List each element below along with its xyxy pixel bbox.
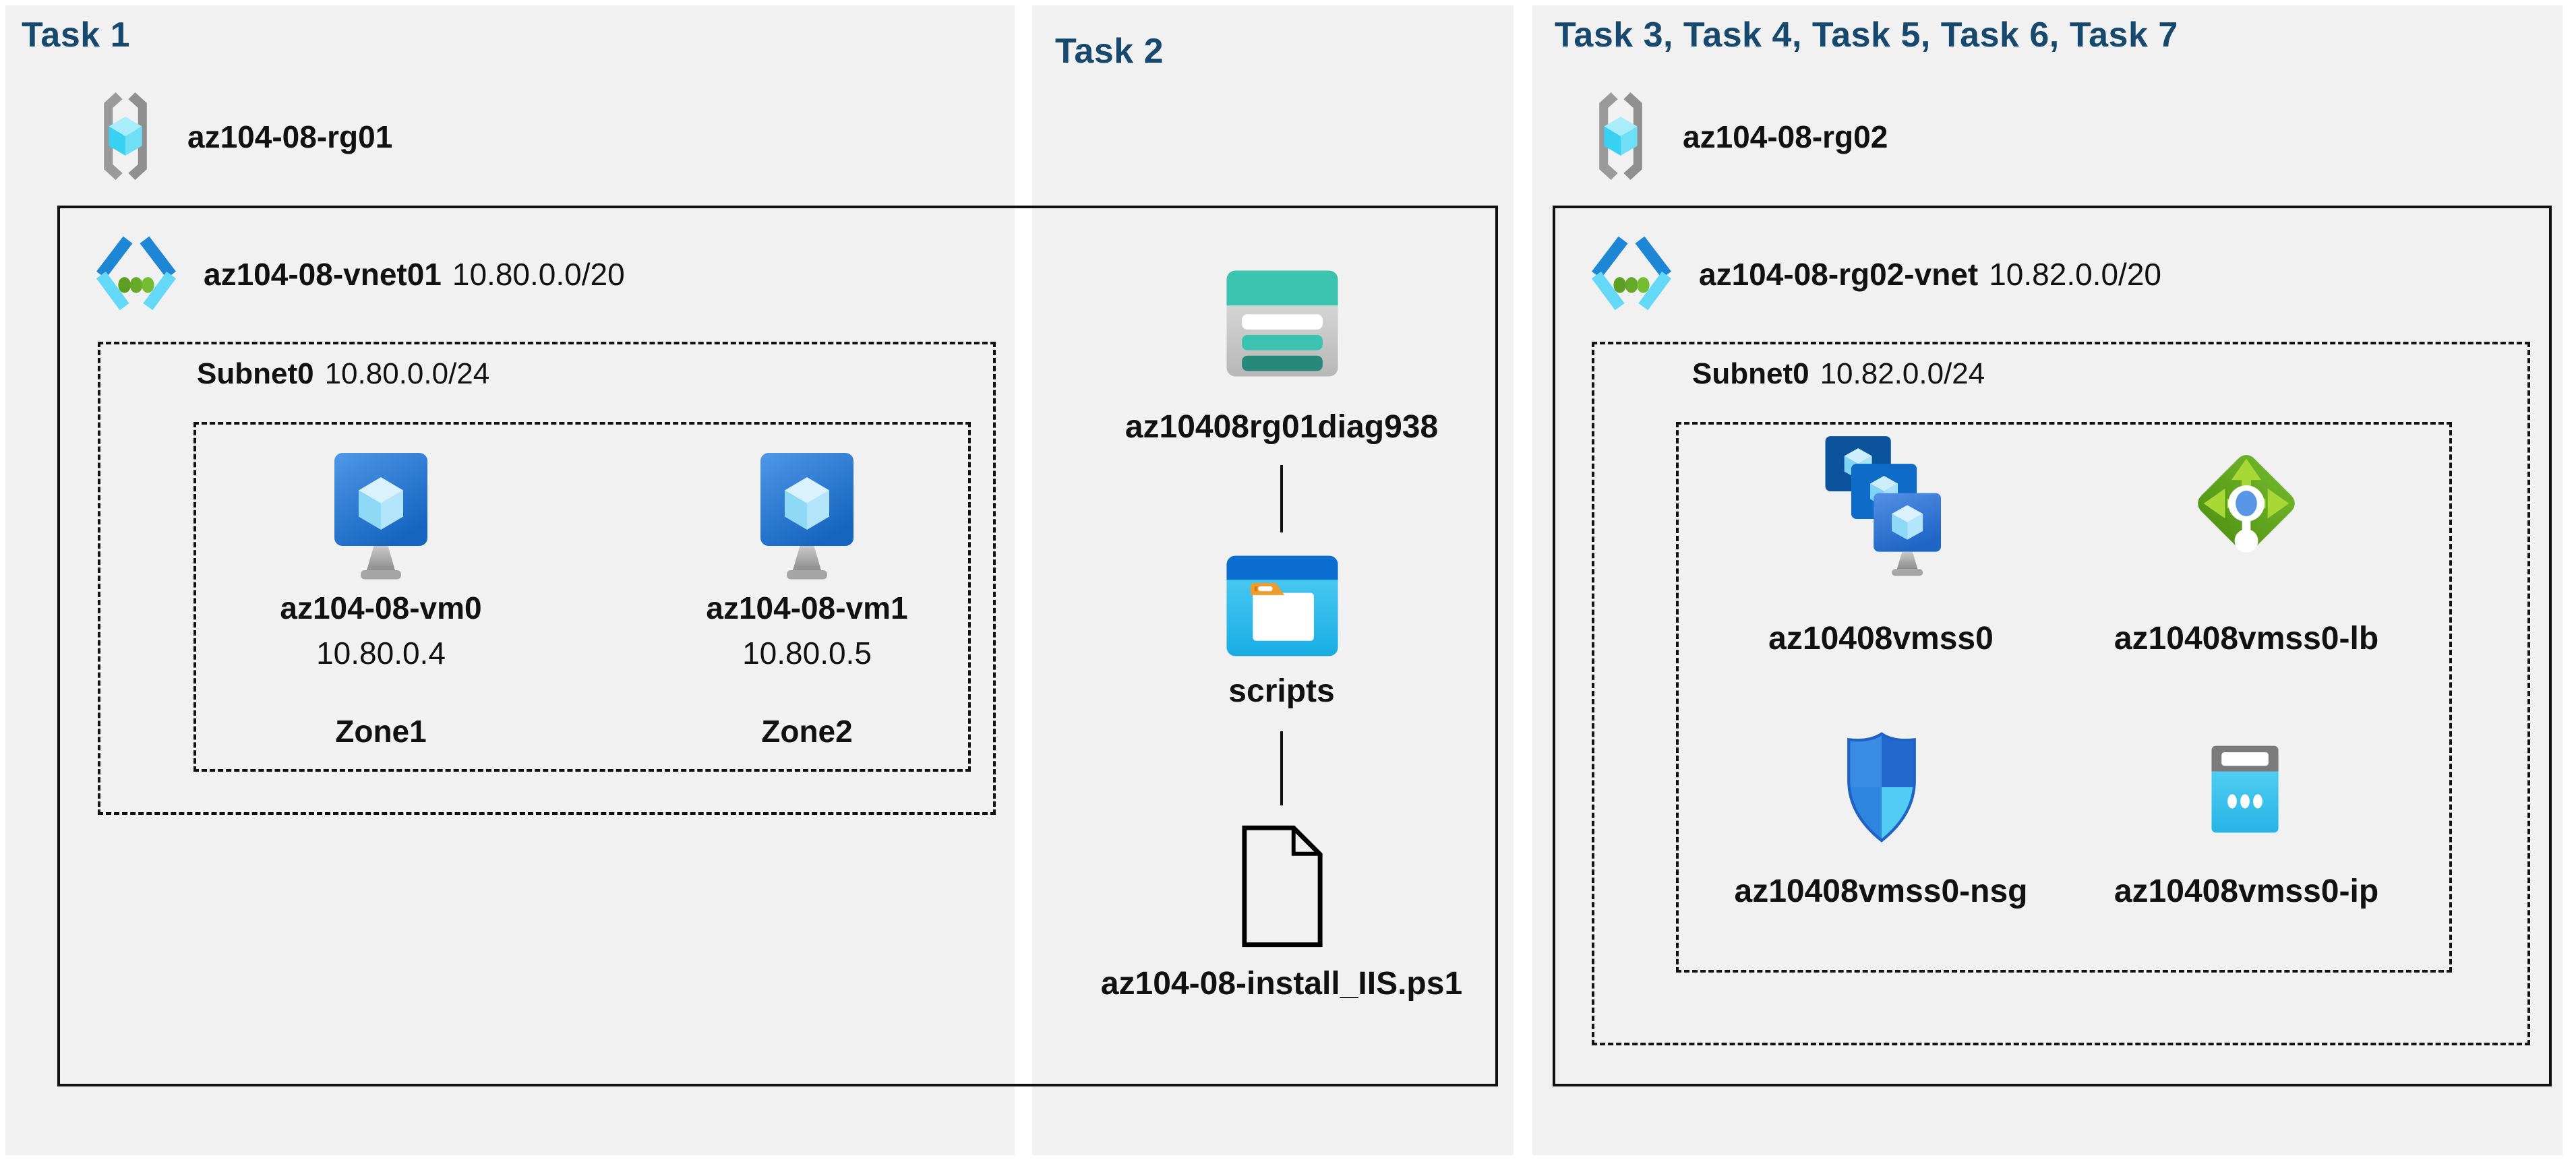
vmss-group-box	[1676, 422, 2452, 973]
resource-group-icon	[90, 90, 160, 185]
vnet1-label: az104-08-vnet01 10.80.0.0/20	[204, 256, 625, 293]
task3-heading: Task 3, Task 4, Task 5, Task 6, Task 7	[1555, 16, 2178, 55]
vnet1-name: az104-08-vnet01	[204, 257, 442, 292]
public-ip-icon	[2206, 743, 2284, 839]
storage-account-name: az10408rg01diag938	[1125, 409, 1439, 445]
connector-line	[1280, 731, 1283, 805]
vnet1-cidr: 10.80.0.0/20	[452, 257, 625, 292]
subnet2-label: Subnet0 10.82.0.0/24	[1692, 357, 1985, 391]
vnet2-label: az104-08-rg02-vnet 10.82.0.0/20	[1699, 256, 2161, 293]
connector-line	[1280, 465, 1283, 532]
load-balancer-name: az10408vmss0-lb	[2114, 621, 2379, 656]
public-ip-name: az10408vmss0-ip	[2114, 873, 2379, 909]
vm-scale-set-icon	[1815, 433, 1950, 581]
vnet2-name: az104-08-rg02-vnet	[1699, 257, 1979, 292]
vnet2-boundary-box	[1553, 206, 2552, 1086]
nsg-name: az10408vmss0-nsg	[1734, 873, 2028, 909]
vnet2-cidr: 10.82.0.0/20	[1989, 257, 2161, 292]
resource-group-name: az104-08-rg01	[187, 119, 393, 154]
vm0-ip: 10.80.0.4	[316, 636, 446, 671]
load-balancer-icon	[2182, 439, 2310, 571]
resource-group-name: az104-08-rg02	[1683, 119, 1888, 154]
file-icon	[1239, 822, 1325, 954]
task2-heading: Task 2	[1055, 32, 1164, 71]
vmss-name: az10408vmss0	[1768, 621, 1994, 656]
panel-task3	[1532, 5, 2563, 1155]
vm1-ip: 10.80.0.5	[742, 636, 872, 671]
script-file-name: az104-08-install_IIS.ps1	[1100, 966, 1463, 1002]
panel-task1	[5, 5, 1015, 1155]
vm0-name: az104-08-vm0	[280, 590, 482, 625]
virtual-machine-icon	[330, 450, 431, 588]
vm1-name: az104-08-vm1	[706, 590, 908, 625]
subnet1-cidr: 10.80.0.0/24	[324, 357, 490, 390]
subnet2-cidr: 10.82.0.0/24	[1820, 357, 1985, 390]
virtual-network-icon	[1590, 233, 1673, 320]
storage-account-icon	[1222, 266, 1342, 385]
nsg-shield-icon	[1836, 729, 1927, 849]
virtual-network-icon	[94, 233, 178, 320]
blob-container-icon	[1222, 551, 1342, 664]
vnet1-boundary-box	[57, 206, 1498, 1086]
subnet2-name: Subnet0	[1692, 357, 1809, 390]
vm-group-box	[193, 422, 971, 772]
resource-group-icon	[1586, 90, 1656, 185]
subnet2-box	[1592, 342, 2530, 1045]
subnet1-label: Subnet0 10.80.0.0/24	[197, 357, 489, 391]
container-name: scripts	[1228, 673, 1335, 709]
subnet1-name: Subnet0	[197, 357, 314, 390]
virtual-machine-icon	[756, 450, 858, 588]
vm1-zone: Zone2	[761, 714, 853, 749]
subnet1-box	[98, 342, 996, 815]
task1-heading: Task 1	[22, 16, 131, 55]
vm0-zone: Zone1	[335, 714, 427, 749]
